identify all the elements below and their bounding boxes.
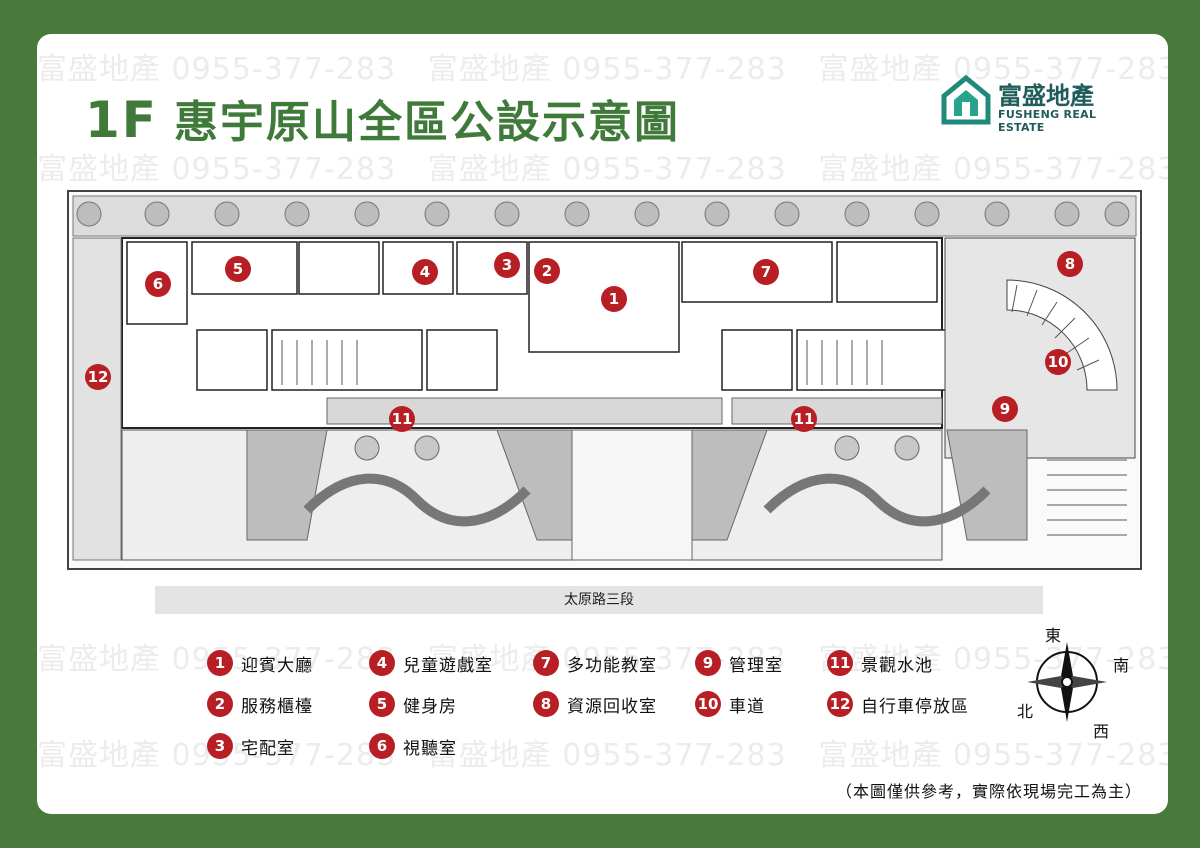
legend-label: 景觀水池	[861, 655, 933, 676]
legend-number: 11	[827, 650, 853, 676]
plan-marker: 6	[145, 271, 171, 297]
legend-number: 12	[827, 691, 853, 717]
watermark-row: 富盛地產 0955-377-283 富盛地產 0955-377-283 富盛地產…	[37, 738, 1168, 773]
disclaimer-note: （本圖僅供參考，實際依現場完工為主）	[835, 782, 1142, 801]
compass-east: 東	[1045, 626, 1062, 645]
legend-label: 車道	[729, 696, 765, 717]
house-logo-icon	[941, 74, 991, 125]
compass-rose-icon	[1027, 642, 1107, 722]
legend-number: 2	[207, 691, 233, 717]
legend-item: 11 景觀水池	[827, 649, 933, 677]
plan-marker: 5	[225, 256, 251, 282]
legend-item: 8 資源回收室	[533, 690, 657, 718]
road-label: 太原路三段	[155, 586, 1043, 614]
watermark-row: 富盛地產 0955-377-283 富盛地產 0955-377-283 富盛地產…	[37, 52, 1168, 87]
legend-item: 3 宅配室	[207, 732, 295, 760]
title-text: 惠宇原山全區公設示意圖	[173, 97, 680, 148]
legend-label: 健身房	[403, 696, 457, 717]
brand-logo: 富盛地產 FUSHENG REAL ESTATE	[938, 68, 1138, 138]
legend-label: 宅配室	[241, 738, 295, 759]
poster-card: 富盛地產 0955-377-283 富盛地產 0955-377-283 富盛地產…	[37, 34, 1168, 814]
legend-item: 6 視聽室	[369, 732, 457, 760]
legend-item: 5 健身房	[369, 690, 457, 718]
legend-label: 迎賓大廳	[241, 655, 313, 676]
legend-item: 4 兒童遊戲室	[369, 649, 493, 677]
legend-number: 10	[695, 691, 721, 717]
legend-label: 兒童遊戲室	[403, 655, 493, 676]
legend-number: 5	[369, 691, 395, 717]
plan-marker: 9	[992, 396, 1018, 422]
plan-marker: 11	[791, 406, 817, 432]
brand-name: 富盛地產	[998, 82, 1094, 110]
legend-number: 9	[695, 650, 721, 676]
floor-plan	[67, 190, 1142, 570]
legend-number: 7	[533, 650, 559, 676]
compass-north: 北	[1017, 702, 1034, 721]
legend-number: 1	[207, 650, 233, 676]
plan-marker: 3	[494, 252, 520, 278]
plan-marker: 2	[534, 258, 560, 284]
legend-item: 9 管理室	[695, 649, 783, 677]
legend-item: 1 迎賓大廳	[207, 649, 313, 677]
plan-marker: 10	[1045, 349, 1071, 375]
plan-marker: 11	[389, 406, 415, 432]
legend-item: 7 多功能教室	[533, 649, 657, 677]
legend-number: 4	[369, 650, 395, 676]
plan-marker: 7	[753, 259, 779, 285]
legend-number: 3	[207, 733, 233, 759]
legend-label: 管理室	[729, 655, 783, 676]
legend-item: 2 服務櫃檯	[207, 690, 313, 718]
legend-number: 8	[533, 691, 559, 717]
legend-label: 自行車停放區	[861, 696, 969, 717]
compass-west: 西	[1093, 722, 1110, 741]
plan-marker: 4	[412, 259, 438, 285]
legend-label: 服務櫃檯	[241, 696, 313, 717]
plan-marker: 8	[1057, 251, 1083, 277]
brand-subtitle: FUSHENG REAL ESTATE	[998, 108, 1097, 134]
legend-label: 視聽室	[403, 738, 457, 759]
plan-marker: 12	[85, 364, 111, 390]
watermark-row: 富盛地產 0955-377-283 富盛地產 0955-377-283 富盛地產…	[37, 152, 1168, 187]
compass-south: 南	[1113, 656, 1130, 675]
compass: 東 南 西 北	[1017, 620, 1137, 741]
plan-marker: 1	[601, 286, 627, 312]
legend-label: 資源回收室	[567, 696, 657, 717]
legend-label: 多功能教室	[567, 655, 657, 676]
legend-item: 10 車道	[695, 690, 765, 718]
page-title: 1F 惠宇原山全區公設示意圖	[85, 86, 680, 150]
watermark-row: 富盛地產 0955-377-283 富盛地產 0955-377-283 富盛地產…	[37, 642, 1168, 677]
floor-label: 1F	[85, 91, 158, 149]
legend-number: 6	[369, 733, 395, 759]
legend-item: 12 自行車停放區	[827, 690, 969, 718]
